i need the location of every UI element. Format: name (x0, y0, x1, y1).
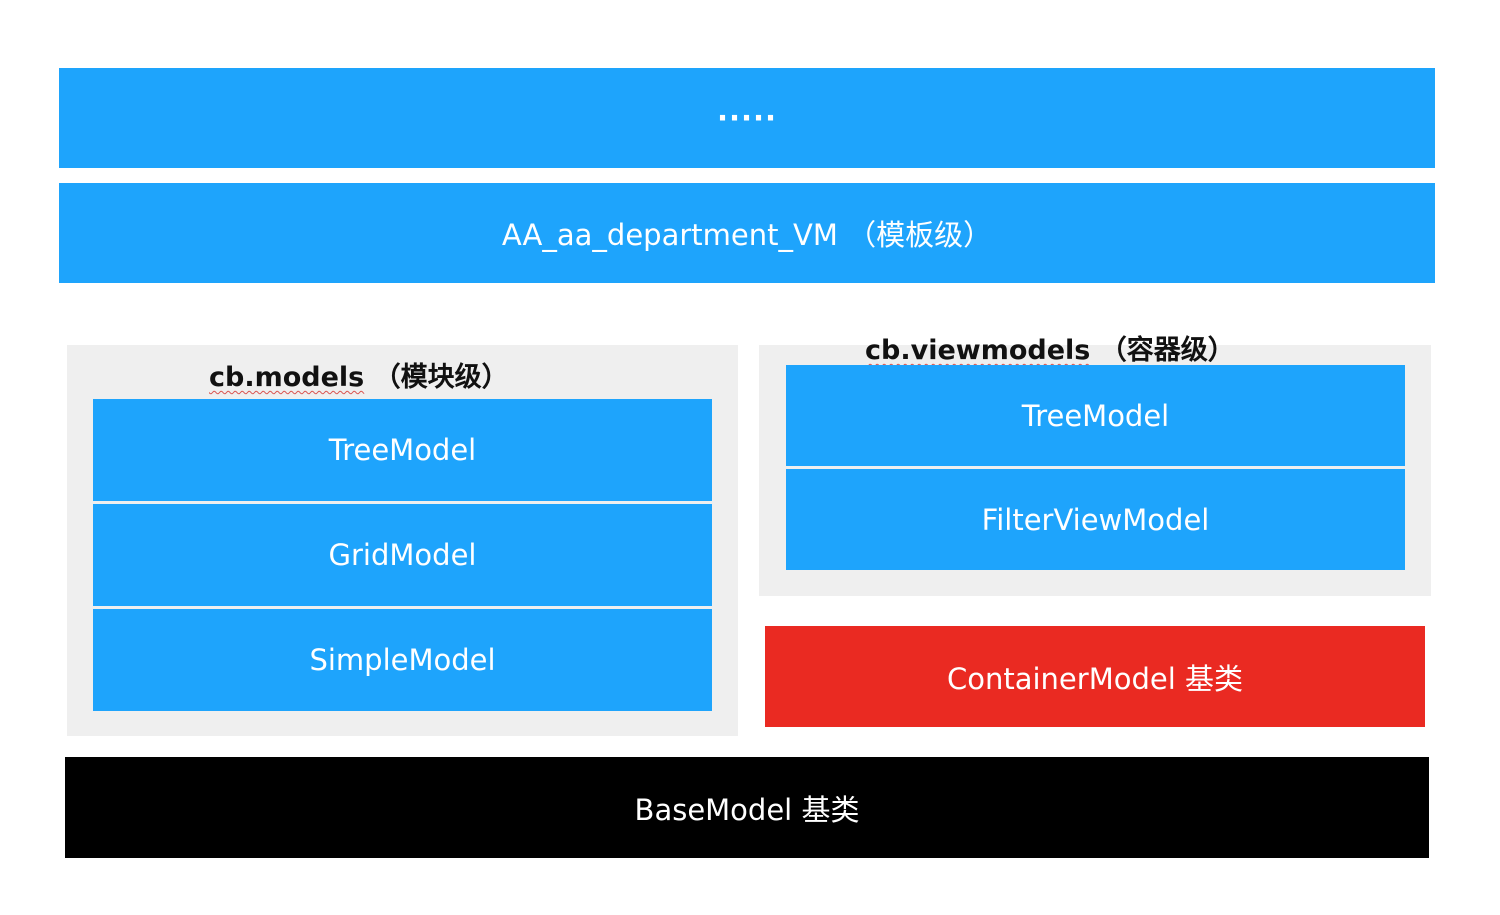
ellipsis-layer: ····· (59, 68, 1435, 168)
template-vm-layer: AA_aa_department_VM （模板级） (59, 183, 1435, 283)
viewmodels-item-label: FilterViewModel (981, 502, 1210, 537)
models-panel-title-name: cb.models (209, 362, 365, 393)
ellipsis-label: ····· (716, 101, 778, 135)
models-item-label: GridModel (328, 538, 477, 572)
base-model-label: BaseModel 基类 (634, 792, 860, 827)
container-model-layer: ContainerModel 基类 (765, 626, 1425, 727)
viewmodels-item-filter: FilterViewModel (786, 469, 1405, 570)
container-model-label: ContainerModel 基类 (946, 661, 1243, 696)
base-model-layer: BaseModel 基类 (65, 757, 1429, 858)
template-vm-label: AA_aa_department_VM （模板级） (501, 218, 993, 252)
viewmodels-panel-title-suffix: （容器级） (1090, 335, 1235, 366)
models-panel-title-suffix: （模块级） (364, 362, 509, 393)
models-item-tree: TreeModel (93, 399, 712, 501)
models-item-label: SimpleModel (309, 643, 496, 677)
models-item-simple: SimpleModel (93, 609, 712, 711)
viewmodels-item-label: TreeModel (1021, 398, 1170, 433)
viewmodels-panel-title-name: cb.viewmodels (865, 335, 1091, 366)
viewmodels-item-tree: TreeModel (786, 365, 1405, 466)
models-panel-title: cb.models （模块级） (209, 355, 509, 394)
models-item-label: TreeModel (328, 433, 477, 467)
models-item-grid: GridModel (93, 504, 712, 606)
viewmodels-panel-title: cb.viewmodels （容器级） (865, 328, 1235, 367)
